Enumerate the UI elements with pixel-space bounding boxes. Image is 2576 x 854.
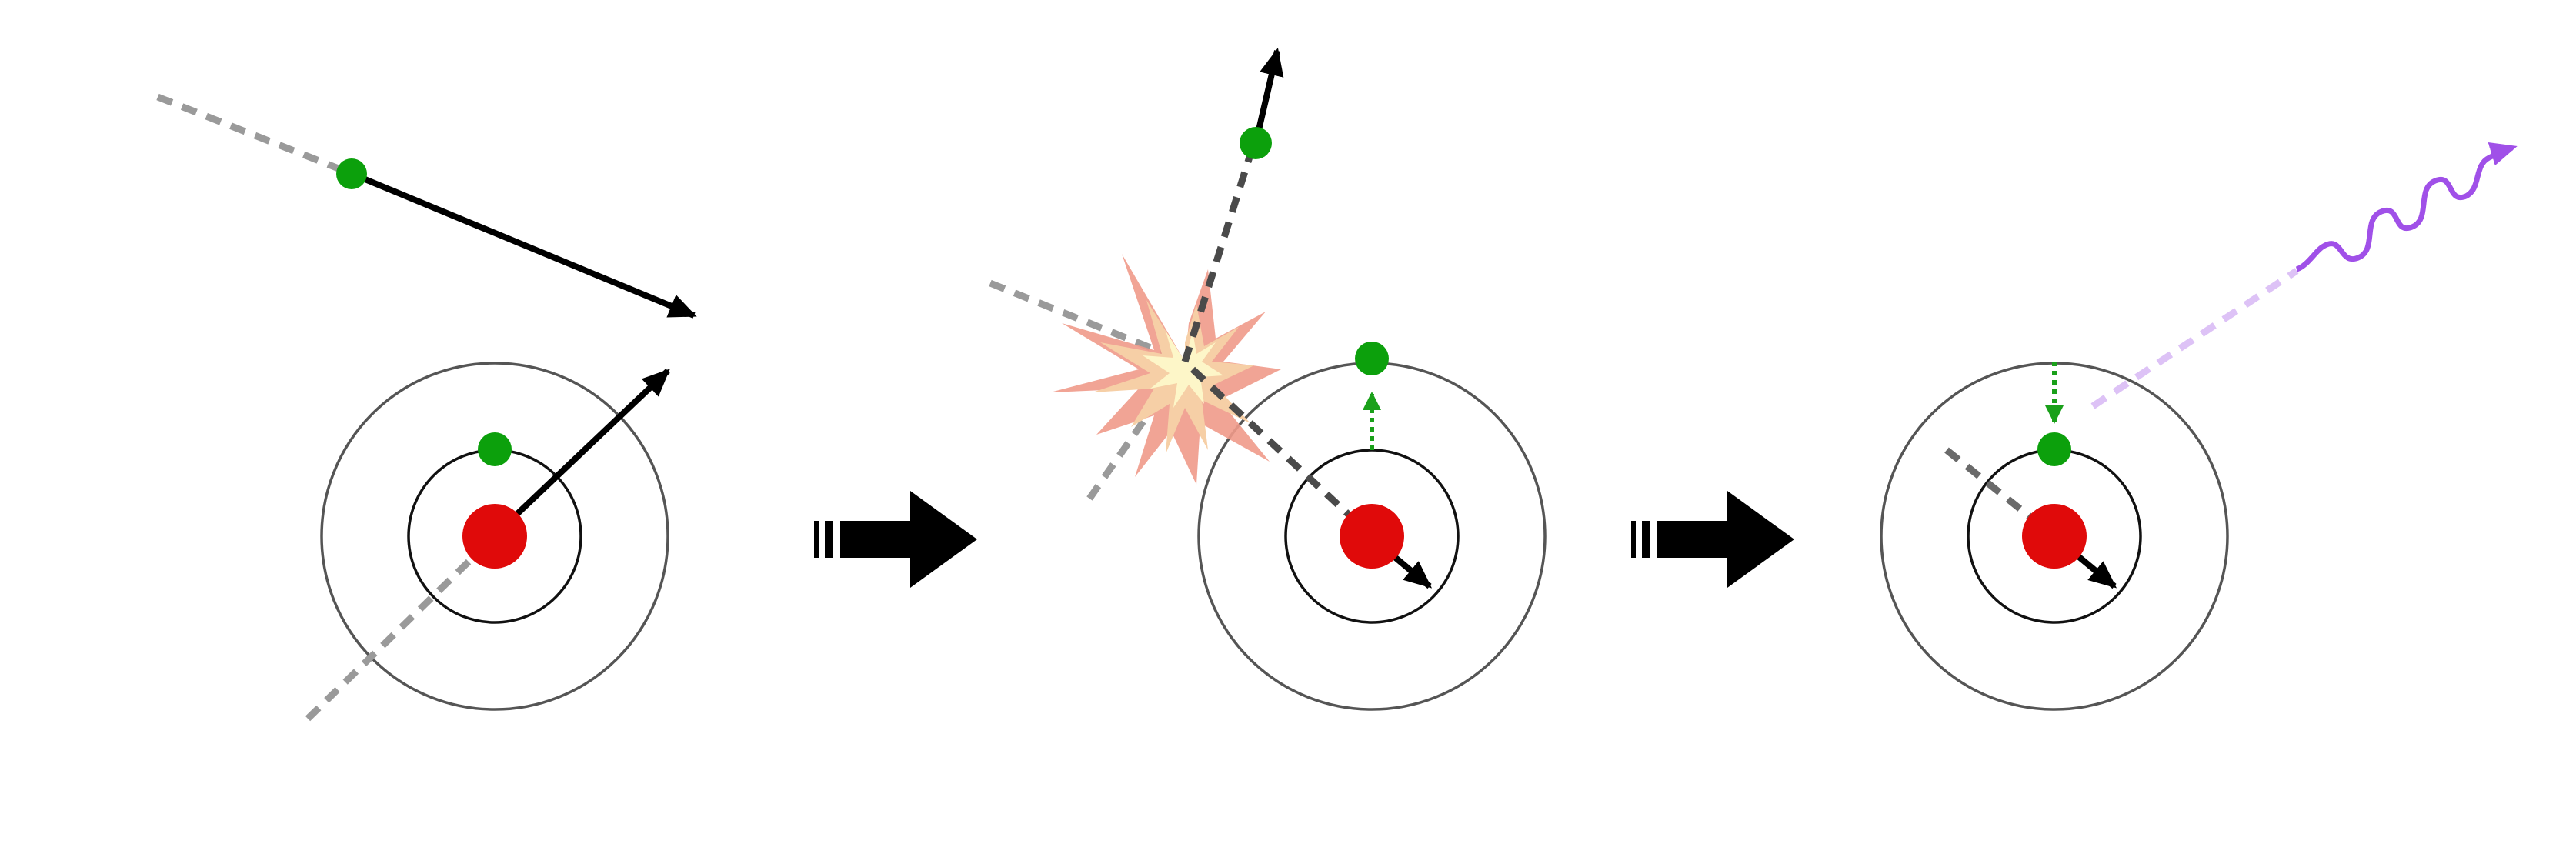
- stage-3: [1880, 142, 2518, 711]
- atom-recoil-trajectory: [1190, 366, 1375, 539]
- stage-2: [989, 48, 1547, 711]
- nucleus: [462, 504, 527, 569]
- incoming-trajectory: [989, 279, 1186, 365]
- atom-velocity-arrow: [513, 369, 670, 518]
- incoming-electron: [336, 158, 367, 189]
- collision-burst-icon: [1050, 254, 1281, 485]
- atom-trajectory: [305, 533, 498, 722]
- wavy-arrow-icon: [2295, 142, 2518, 272]
- outer-electron: [1355, 342, 1389, 375]
- right-arrow-icon: [814, 491, 977, 588]
- incoming-trajectory: [156, 93, 352, 177]
- stage-1: [156, 93, 697, 722]
- photon-path-faded: [2090, 268, 2299, 409]
- right-arrow-icon: [1631, 491, 1794, 588]
- ejected-trajectory: [1181, 141, 1258, 363]
- nucleus: [1340, 504, 1404, 569]
- nucleus: [2022, 504, 2087, 569]
- relaxed-electron: [2037, 432, 2071, 466]
- bound-electron: [478, 432, 512, 466]
- outer-shell: [320, 362, 669, 711]
- ejected-electron: [1240, 127, 1272, 159]
- incoming-velocity-arrow: [352, 172, 697, 319]
